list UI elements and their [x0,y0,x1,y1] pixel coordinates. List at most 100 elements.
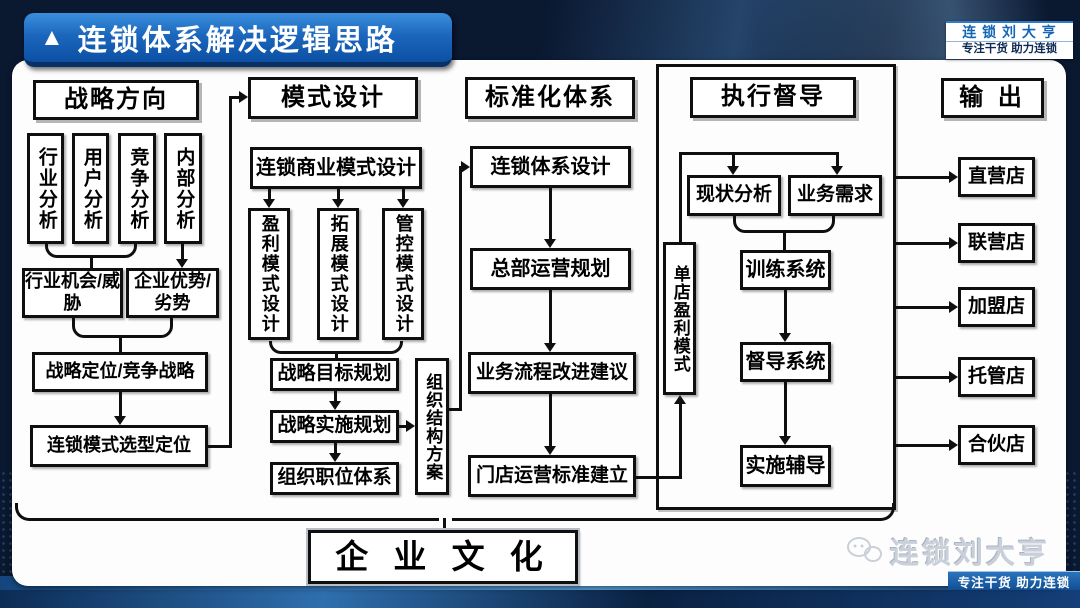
arrow-head [543,343,556,352]
connector-line [782,231,786,250]
box-corporate-culture: 企 业 文 化 [306,528,580,586]
bottom-brace-right [452,503,895,521]
watermark: 连锁刘大亨 [846,529,1076,573]
connector-line [119,336,122,352]
chat-bubbles-icon [847,537,882,562]
watermark-text: 连锁刘大亨 [890,538,1051,570]
box-org-position-system: 组织职位体系 [270,462,399,495]
connector-line [548,188,552,239]
box-control-model: 管控模式设计 [382,208,424,340]
box-strategic-implementation: 战略实施规划 [270,410,399,443]
connector-line [401,189,405,200]
header-model-design: 模式设计 [248,77,418,119]
header-standardization: 标准化体系 [465,77,635,119]
box-business-needs: 业务需求 [788,175,882,216]
arrow-head [949,236,958,249]
box-industry-analysis: 行业分析 [27,133,64,244]
header-strategy: 战略方向 [33,80,199,120]
connector-brace [269,341,336,354]
arrow-head [239,91,248,103]
connector-line [459,166,462,411]
connector-line [896,375,949,379]
connector-line [333,391,337,401]
connector-line [896,241,949,245]
box-expansion-model: 拓展模式设计 [317,208,359,340]
arrow-head [949,300,958,313]
arrow-head [113,416,126,425]
connector-line [333,443,337,453]
box-current-analysis: 现状分析 [687,175,781,216]
box-chain-model-selection: 连锁模式选型定位 [30,425,208,467]
watermark-tagline-bar: 专注干货 助力连锁 [948,571,1080,590]
box-store-operation-standard: 门店运营标准建立 [468,455,636,497]
connector-line [118,392,122,416]
connector-line [784,290,787,333]
connector-brace [336,341,403,354]
box-advantage-weakness: 企业优势/劣势 [126,268,219,318]
box-hq-operation-planning: 总部运营规划 [470,248,631,290]
connector-brace [784,216,835,233]
brand-tagline: 专注干货 助力连锁 [961,43,1058,56]
title-badge: ▲ 连锁体系解决逻辑思路 [24,13,452,67]
connector-line [896,305,949,309]
box-supervision-system: 督导系统 [740,342,831,382]
box-strategic-goal-planning: 战略目标规划 [270,358,399,391]
box-competition-analysis: 竞争分析 [118,133,156,244]
connector-brace [72,318,121,338]
connector-line [896,175,949,179]
header-output: 输 出 [941,78,1044,118]
box-user-analysis: 用户分析 [72,133,109,244]
box-store-partner: 合伙店 [958,425,1035,465]
header-execution: 执行督导 [690,77,856,118]
arrow-head [396,199,409,208]
connector-line [896,443,949,447]
box-chain-system-design: 连锁体系设计 [470,146,631,188]
connector-line [548,290,552,343]
box-internal-analysis: 内部分析 [164,133,202,244]
bottom-brace-left [15,503,439,521]
triangle-icon: ▲ [40,23,64,51]
connector-line [443,518,446,531]
box-implementation-coaching: 实施辅导 [740,445,831,487]
box-store-direct: 直营店 [958,157,1035,197]
box-store-managed: 托管店 [958,357,1035,397]
connector-line [399,424,407,428]
page-title: 连锁体系解决逻辑思路 [77,24,398,57]
connector-brace [733,216,784,233]
connector-line [232,96,240,99]
connector-brace [91,244,137,258]
arrow-head [461,161,470,173]
arrow-head [331,199,344,208]
arrow-head [328,453,341,462]
connector-brace [45,244,91,258]
connector-line [267,189,271,200]
connector-line [636,475,682,479]
watermark-tagline: 专注干货 助力连锁 [957,575,1071,590]
background-bottom-waves [0,590,1080,608]
arrow-head [674,395,686,404]
arrow-head [779,333,791,342]
connector-line [678,152,839,155]
connector-line [334,351,338,359]
arrow-head [779,436,791,445]
arrow-head [949,170,958,183]
connector-line [784,382,787,436]
connector-line [679,404,682,478]
box-store-franchise: 加盟店 [958,287,1035,327]
connector-line [449,408,461,411]
box-process-improvement: 业务流程改进建议 [468,352,636,394]
arrow-head [949,438,958,451]
connector-line [181,244,184,259]
box-business-model-design: 连锁商业模式设计 [250,147,422,189]
box-opportunity-threat: 行业机会/威胁 [22,268,123,318]
box-training-system: 训练系统 [740,250,831,290]
brand-name: 连 锁 刘 大 亨 [946,24,1073,43]
connector-line [336,189,340,200]
connector-line [678,152,682,242]
arrow-head [543,239,556,248]
connector-line [835,155,839,166]
arrow-head [328,401,341,410]
connector-line [731,155,735,166]
connector-brace [121,318,173,338]
connector-line [548,394,552,446]
